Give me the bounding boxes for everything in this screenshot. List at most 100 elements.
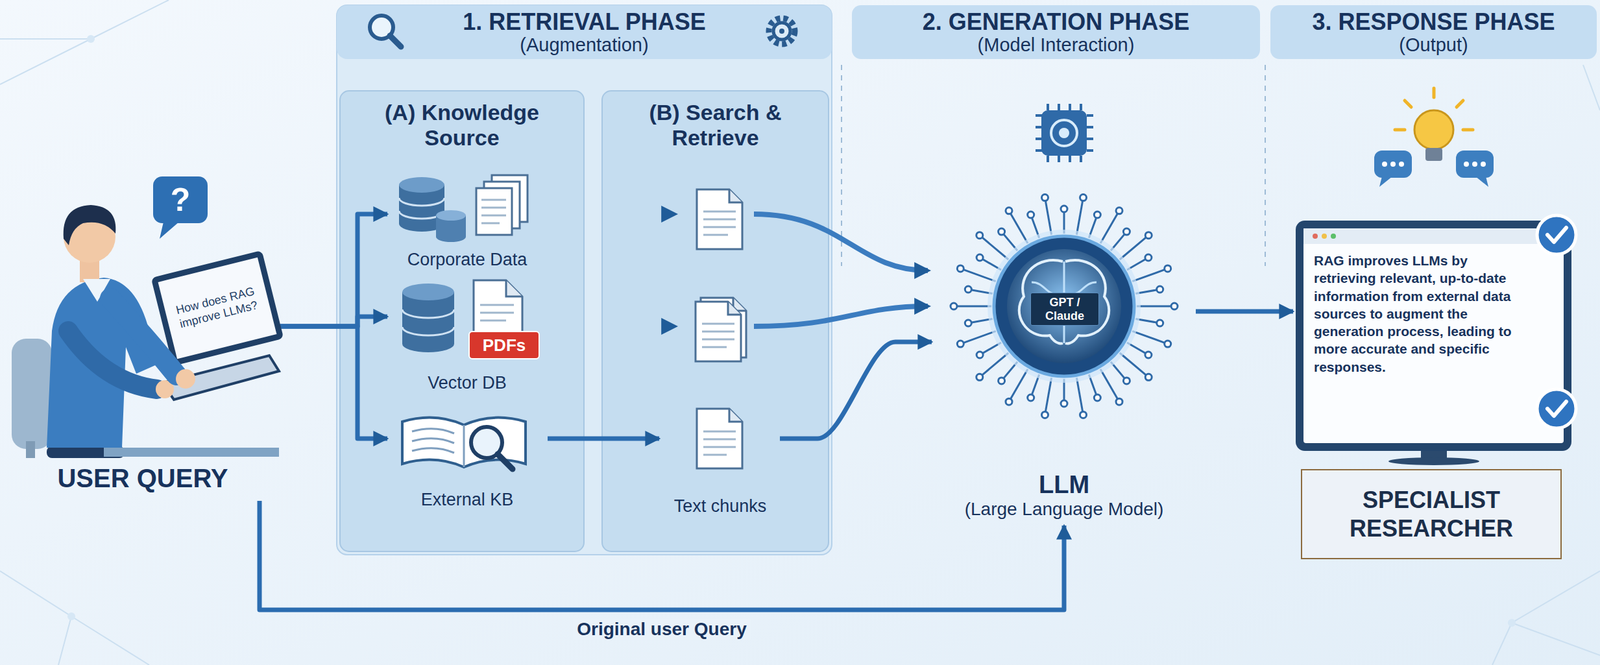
data-source: Corporate Data bbox=[389, 168, 546, 273]
lightbulb-icon-part bbox=[1475, 176, 1489, 187]
llm-node-icon-part bbox=[1060, 400, 1068, 407]
llm-node-icon-part bbox=[1042, 411, 1049, 418]
llm-subtitle: (Large Language Model) bbox=[964, 498, 1164, 520]
phase-header-band bbox=[1270, 5, 1597, 60]
user-figure-icon-part bbox=[153, 176, 208, 224]
user-figure-icon-part bbox=[25, 441, 36, 459]
user-figure-icon-part bbox=[175, 369, 196, 389]
connector-arrow bbox=[280, 326, 388, 439]
llm-node-icon-part bbox=[976, 254, 983, 261]
llm-node-icon-part bbox=[1093, 211, 1101, 219]
llm-node-icon-part bbox=[1145, 351, 1152, 359]
chip-icon-part bbox=[1058, 127, 1070, 139]
llm-node-icon-part bbox=[976, 232, 983, 239]
response-text: RAG improves LLMs by retrieving relevant… bbox=[1313, 251, 1528, 376]
llm-node-icon-part bbox=[1100, 210, 1120, 244]
llm-node-icon-part bbox=[1045, 377, 1052, 415]
llm-node-icon-part bbox=[957, 265, 964, 272]
llm-node-icon-part bbox=[1145, 232, 1152, 239]
llm-node-icon-part bbox=[1005, 207, 1013, 215]
llm-node-icon-part bbox=[1145, 373, 1152, 381]
pdf-badge: PDFs bbox=[468, 330, 540, 360]
retrieve-arrow bbox=[551, 322, 675, 331]
phase-title: 3. RESPONSE PHASE bbox=[1311, 9, 1555, 36]
llm-node-icon-part bbox=[1156, 319, 1164, 327]
network-dots-part bbox=[67, 612, 76, 621]
llm-node-icon-part bbox=[1042, 194, 1049, 202]
knowledge-source-panel bbox=[339, 90, 584, 552]
data-source-icon-part bbox=[506, 280, 523, 297]
connector-arrow bbox=[259, 500, 1065, 610]
phase-subtitle: (Model Interaction) bbox=[977, 35, 1135, 56]
llm-node-icon-part bbox=[960, 330, 996, 344]
user-figure-icon-part bbox=[11, 338, 52, 449]
lightbulb-icon-part bbox=[1480, 161, 1486, 167]
data-source-icon-part bbox=[476, 188, 512, 235]
llm-node-icon-part bbox=[1027, 394, 1035, 401]
network-dots-part bbox=[86, 35, 95, 43]
question-mark: ? bbox=[153, 176, 208, 224]
llm-node-icon-part bbox=[998, 377, 1006, 385]
user-figure-icon-part bbox=[103, 447, 279, 457]
panel-heading: (A) Knowledge Source bbox=[351, 99, 573, 151]
chunk-arrow bbox=[753, 306, 928, 327]
monitor-stand bbox=[1388, 450, 1480, 466]
phase-header: 2. GENERATION PHASE(Model Interaction) bbox=[851, 5, 1261, 60]
source-label: Corporate Data bbox=[407, 249, 528, 270]
llm-node-icon-part bbox=[987, 229, 1141, 383]
user-figure-icon-part-part bbox=[158, 257, 278, 360]
edge-label: Original user Query bbox=[572, 618, 751, 640]
lightbulb-icon-part bbox=[1379, 176, 1393, 187]
lightbulb-icon-part bbox=[1381, 161, 1388, 167]
llm-node-icon-part bbox=[1076, 197, 1083, 235]
response-monitor-icon-part bbox=[1312, 233, 1318, 239]
lightbulb-icon-part bbox=[1463, 161, 1469, 167]
retrieve-arrow bbox=[551, 210, 675, 219]
source-label: Vector DB bbox=[427, 372, 507, 394]
phase-header-band bbox=[336, 5, 832, 60]
llm-title: LLM bbox=[1038, 471, 1090, 499]
user-query-label: USER QUERY bbox=[57, 463, 228, 494]
chip-icon-part bbox=[1051, 120, 1078, 146]
network-decoration-part bbox=[1492, 570, 1600, 665]
lightbulb-icon-part bbox=[1374, 150, 1412, 178]
lightbulb-icon-part bbox=[1414, 110, 1454, 150]
gear-icon-part bbox=[768, 18, 795, 45]
lightbulb-icon-part bbox=[1425, 147, 1443, 161]
chunk-arrow bbox=[753, 214, 928, 271]
model-name: GPT / Claude bbox=[1030, 292, 1100, 326]
llm-node-icon-part bbox=[950, 303, 958, 310]
chunk-label: Text chunks bbox=[674, 495, 767, 517]
data-source-icon-part bbox=[412, 424, 464, 468]
llm-node-icon-part bbox=[979, 235, 1009, 260]
connector-arrow bbox=[779, 341, 932, 439]
lightbulb-icon-part bbox=[1455, 150, 1494, 178]
panel-heading: (B) Search & Retrieve bbox=[613, 99, 817, 151]
source-label: External KB bbox=[421, 489, 514, 510]
response-monitor-icon-part bbox=[1547, 227, 1567, 243]
llm-node-icon-part bbox=[1136, 305, 1175, 308]
phase-header: 3. RESPONSE PHASE(Output) bbox=[1270, 5, 1597, 60]
data-source: External KB bbox=[389, 395, 546, 513]
user-figure-icon-part bbox=[63, 205, 117, 246]
phase-title: 1. RETRIEVAL PHASE bbox=[462, 9, 706, 36]
data-source-icon-part bbox=[402, 283, 455, 301]
llm-node-icon-part bbox=[1008, 210, 1028, 244]
response-monitor-icon-part bbox=[1303, 228, 1564, 244]
data-source-icon-part bbox=[480, 304, 514, 321]
response-monitor-icon-part bbox=[1295, 220, 1572, 451]
phase-title: 2. GENERATION PHASE bbox=[922, 9, 1190, 36]
connector-arrow bbox=[280, 214, 388, 327]
user-figure-icon bbox=[6, 168, 279, 500]
magnifier-icon bbox=[369, 15, 401, 47]
text-chunk-document: Text chunks bbox=[661, 399, 779, 520]
chip-icon bbox=[1035, 103, 1094, 163]
phase-panel: 1. RETRIEVAL PHASE(Augmentation)(A) Know… bbox=[336, 5, 832, 555]
llm-node-icon-part bbox=[957, 340, 964, 348]
connector-arrow bbox=[1195, 309, 1294, 315]
connector-arrow bbox=[547, 436, 660, 442]
gear-icon-part bbox=[773, 22, 791, 40]
llm-node-icon-part bbox=[1132, 268, 1168, 282]
